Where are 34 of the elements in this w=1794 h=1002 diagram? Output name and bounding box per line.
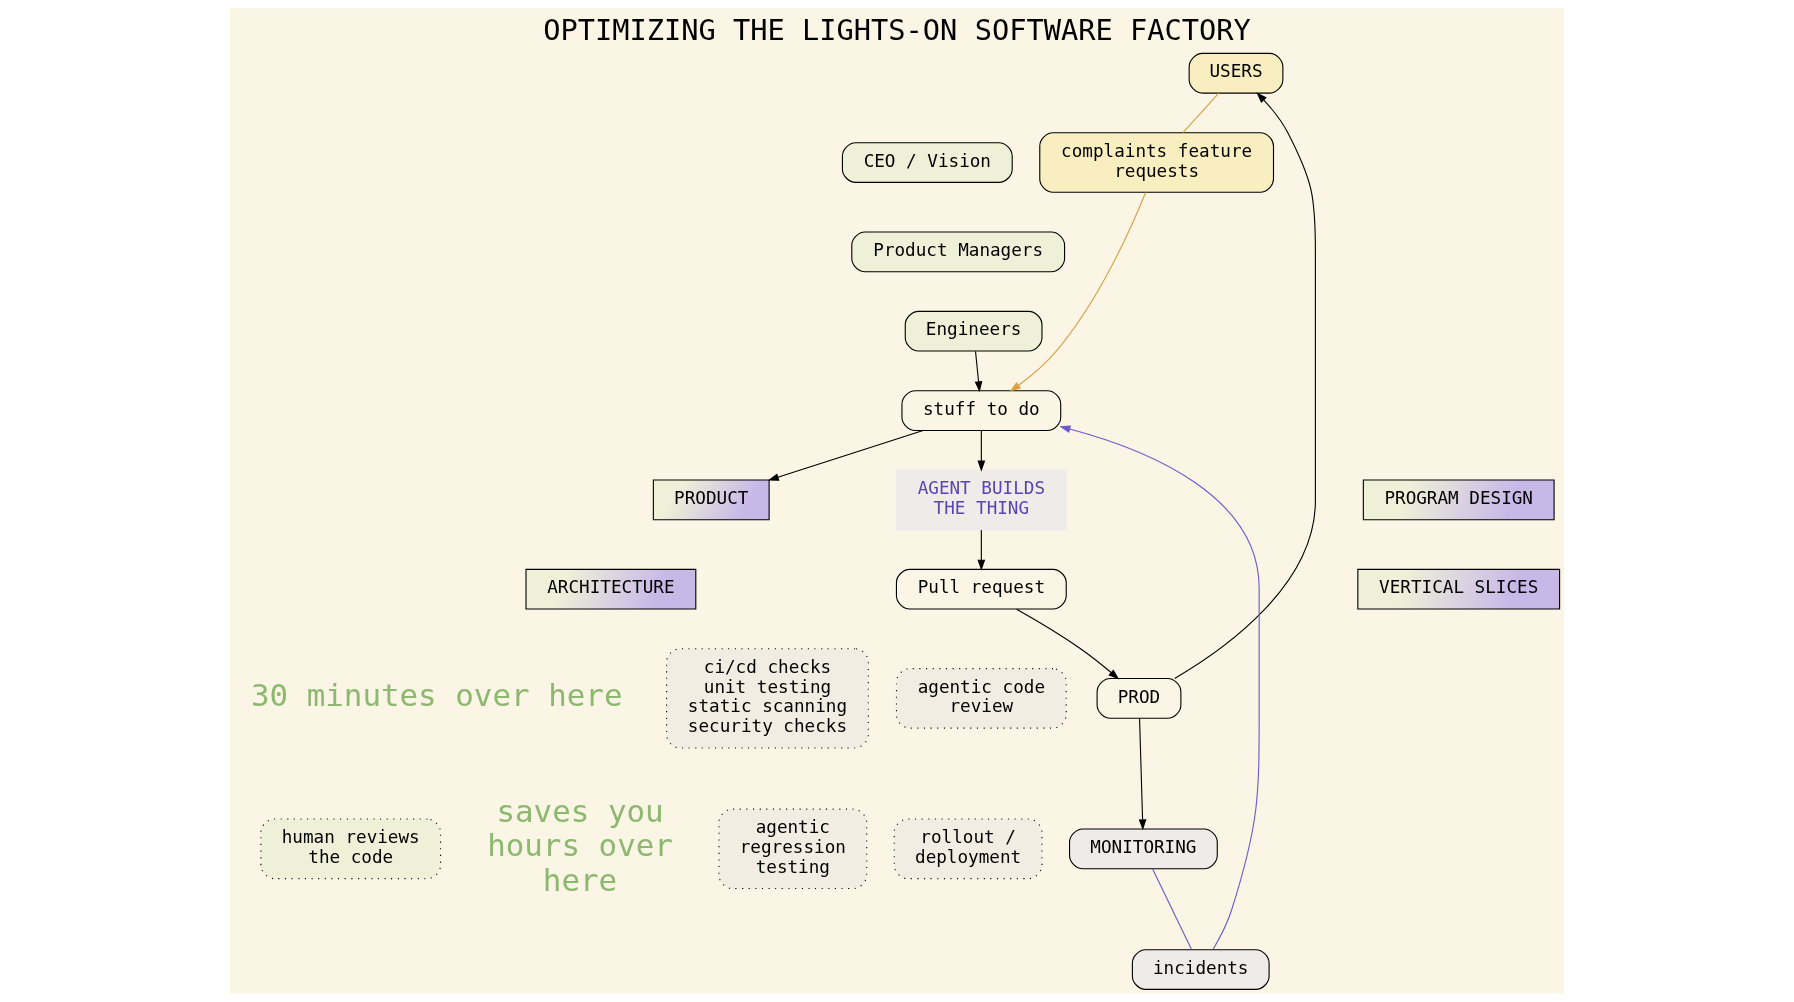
node-box: PROGRAM DESIGN bbox=[1362, 479, 1555, 521]
node-box: complaints feature requests bbox=[1039, 132, 1275, 193]
node-box: agentic code review bbox=[895, 668, 1067, 729]
arrow bbox=[1016, 608, 1120, 680]
label: 30 minutes over here bbox=[250, 676, 623, 713]
arrow bbox=[1009, 192, 1147, 392]
node-box: ci/cd checks unit testing static scanning security checks bbox=[666, 648, 869, 749]
node-box: AGENT BUILDS THE THING bbox=[895, 469, 1067, 531]
arrow bbox=[1174, 92, 1316, 679]
arrow bbox=[974, 350, 983, 393]
arrow bbox=[767, 429, 924, 481]
node-box: incidents bbox=[1131, 949, 1270, 990]
node-box: VERTICAL SLICES bbox=[1357, 568, 1561, 610]
node-box: USERS bbox=[1188, 52, 1284, 94]
node-box: agentic regression testing bbox=[718, 808, 868, 890]
arrow bbox=[977, 529, 986, 571]
node-box: Pull request bbox=[895, 568, 1067, 610]
arrow bbox=[977, 430, 986, 472]
node-box: PRODUCT bbox=[652, 479, 770, 521]
node-box: CEO / Vision bbox=[841, 142, 1013, 183]
node-box: rollout / deployment bbox=[893, 818, 1043, 880]
label: saves you hours over here bbox=[487, 793, 673, 898]
arrow bbox=[1059, 425, 1260, 950]
node-box: Engineers bbox=[904, 310, 1043, 352]
diagram-title: OPTIMIZING THE LIGHTS-ON SOFTWARE FACTORY bbox=[543, 12, 1251, 47]
node-box: MONITORING bbox=[1069, 828, 1218, 870]
node-box: human reviews the code bbox=[260, 818, 442, 880]
connector bbox=[1182, 92, 1220, 134]
node-box: stuff to do bbox=[901, 390, 1062, 431]
connector bbox=[1152, 868, 1193, 950]
node-box: ARCHITECTURE bbox=[525, 568, 697, 610]
node-box: Product Managers bbox=[851, 231, 1066, 273]
arrow bbox=[1138, 717, 1147, 831]
node-box: PROD bbox=[1096, 677, 1182, 719]
